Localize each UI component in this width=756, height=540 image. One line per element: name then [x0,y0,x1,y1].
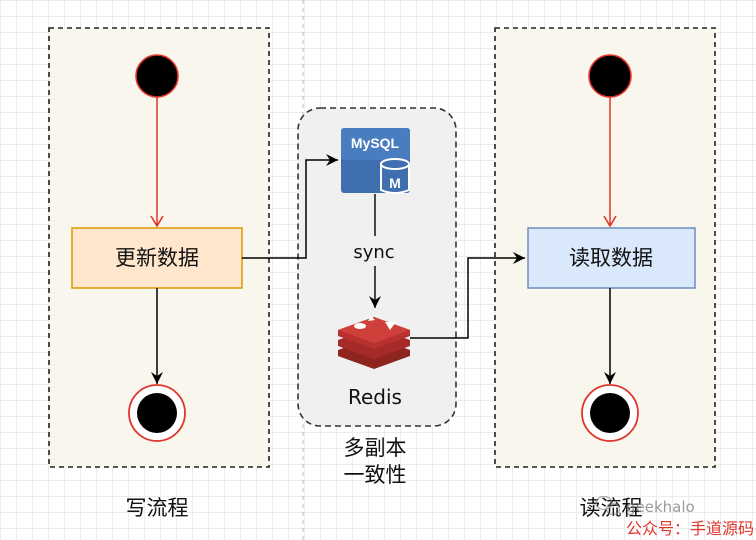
update-data-label: 更新数据 [115,246,199,270]
update-to-mysql-arrow [242,154,338,259]
cluster-caption-line2: 一致性 [344,463,407,487]
write-flow-lane: 更新数据 [48,27,270,468]
wechat-icon [595,495,621,516]
watermark-handle: geekhalo [626,498,695,516]
mysql-database-icon: MySQL M [341,128,410,194]
redis-stack-icon [338,316,410,369]
read-data-label: 读取数据 [569,246,653,270]
watermark: geekhalo 公众号：手道源码 [595,495,754,538]
read-data-node [527,227,696,289]
storage-cluster: MySQL M sync Redis [297,107,457,427]
read-flow-lane: 读取数据 [494,27,716,468]
mysql-label: MySQL [351,135,400,151]
mysql-badge: M [389,175,401,191]
read-end-node [590,393,630,433]
redis-to-read-arrow [410,252,525,339]
read-start-node [588,54,632,98]
write-flow-title: 写流程 [126,496,189,520]
cluster-caption-line1: 多副本 [344,436,407,460]
write-start-node [135,54,179,98]
sync-label: sync [353,242,394,263]
redis-label: Redis [348,385,402,409]
watermark-account: 公众号：手道源码 [626,519,754,538]
write-end-node [137,393,177,433]
update-data-node [71,227,243,289]
